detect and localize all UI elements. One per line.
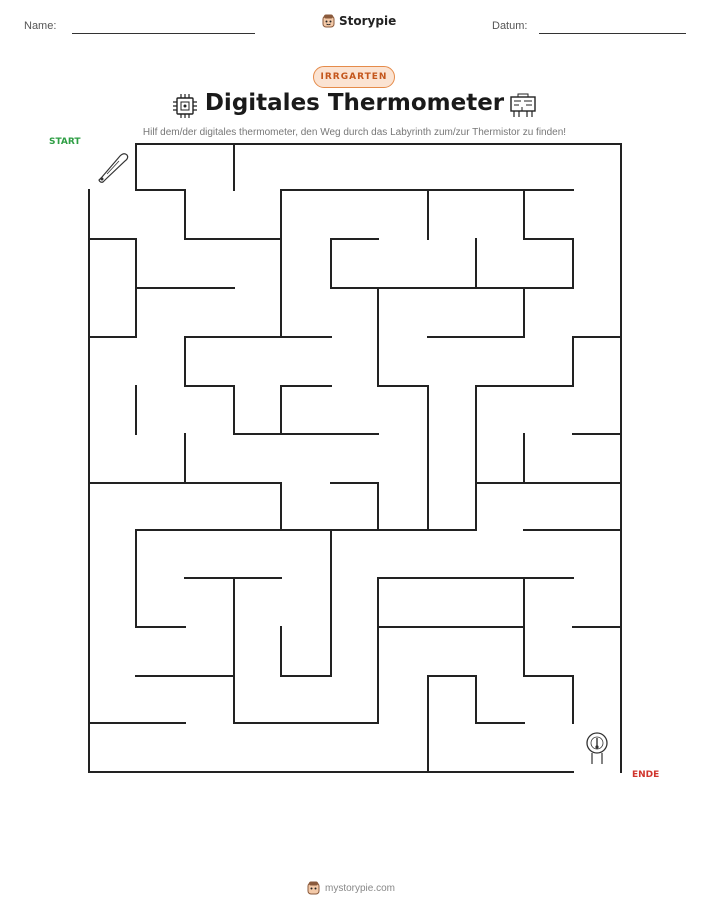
thermistor-icon [586, 732, 608, 764]
brand-logo: Storypie [322, 14, 396, 28]
circuit-board-icon [510, 93, 536, 117]
name-line[interactable] [72, 33, 255, 34]
microchip-icon [173, 94, 197, 118]
footer-site: mystorypie.com [325, 882, 396, 894]
storypie-mascot-icon [322, 14, 335, 28]
date-label: Datum: [492, 20, 528, 32]
instructions-text: Hilf dem/der digitales thermometer, den … [142, 127, 567, 138]
end-label: ENDE [632, 770, 660, 780]
thermometer-icon [98, 153, 129, 183]
date-line[interactable] [539, 33, 686, 34]
name-label: Name: [24, 20, 57, 32]
maze-walls [88, 143, 622, 773]
storypie-mascot-icon [307, 881, 320, 895]
category-badge: IRRGARTEN [313, 66, 395, 88]
footer: mystorypie.com [307, 881, 395, 895]
page-title: Digitales Thermometer [204, 90, 505, 116]
start-label: START [49, 137, 81, 147]
brand-name: Storypie [339, 14, 397, 28]
